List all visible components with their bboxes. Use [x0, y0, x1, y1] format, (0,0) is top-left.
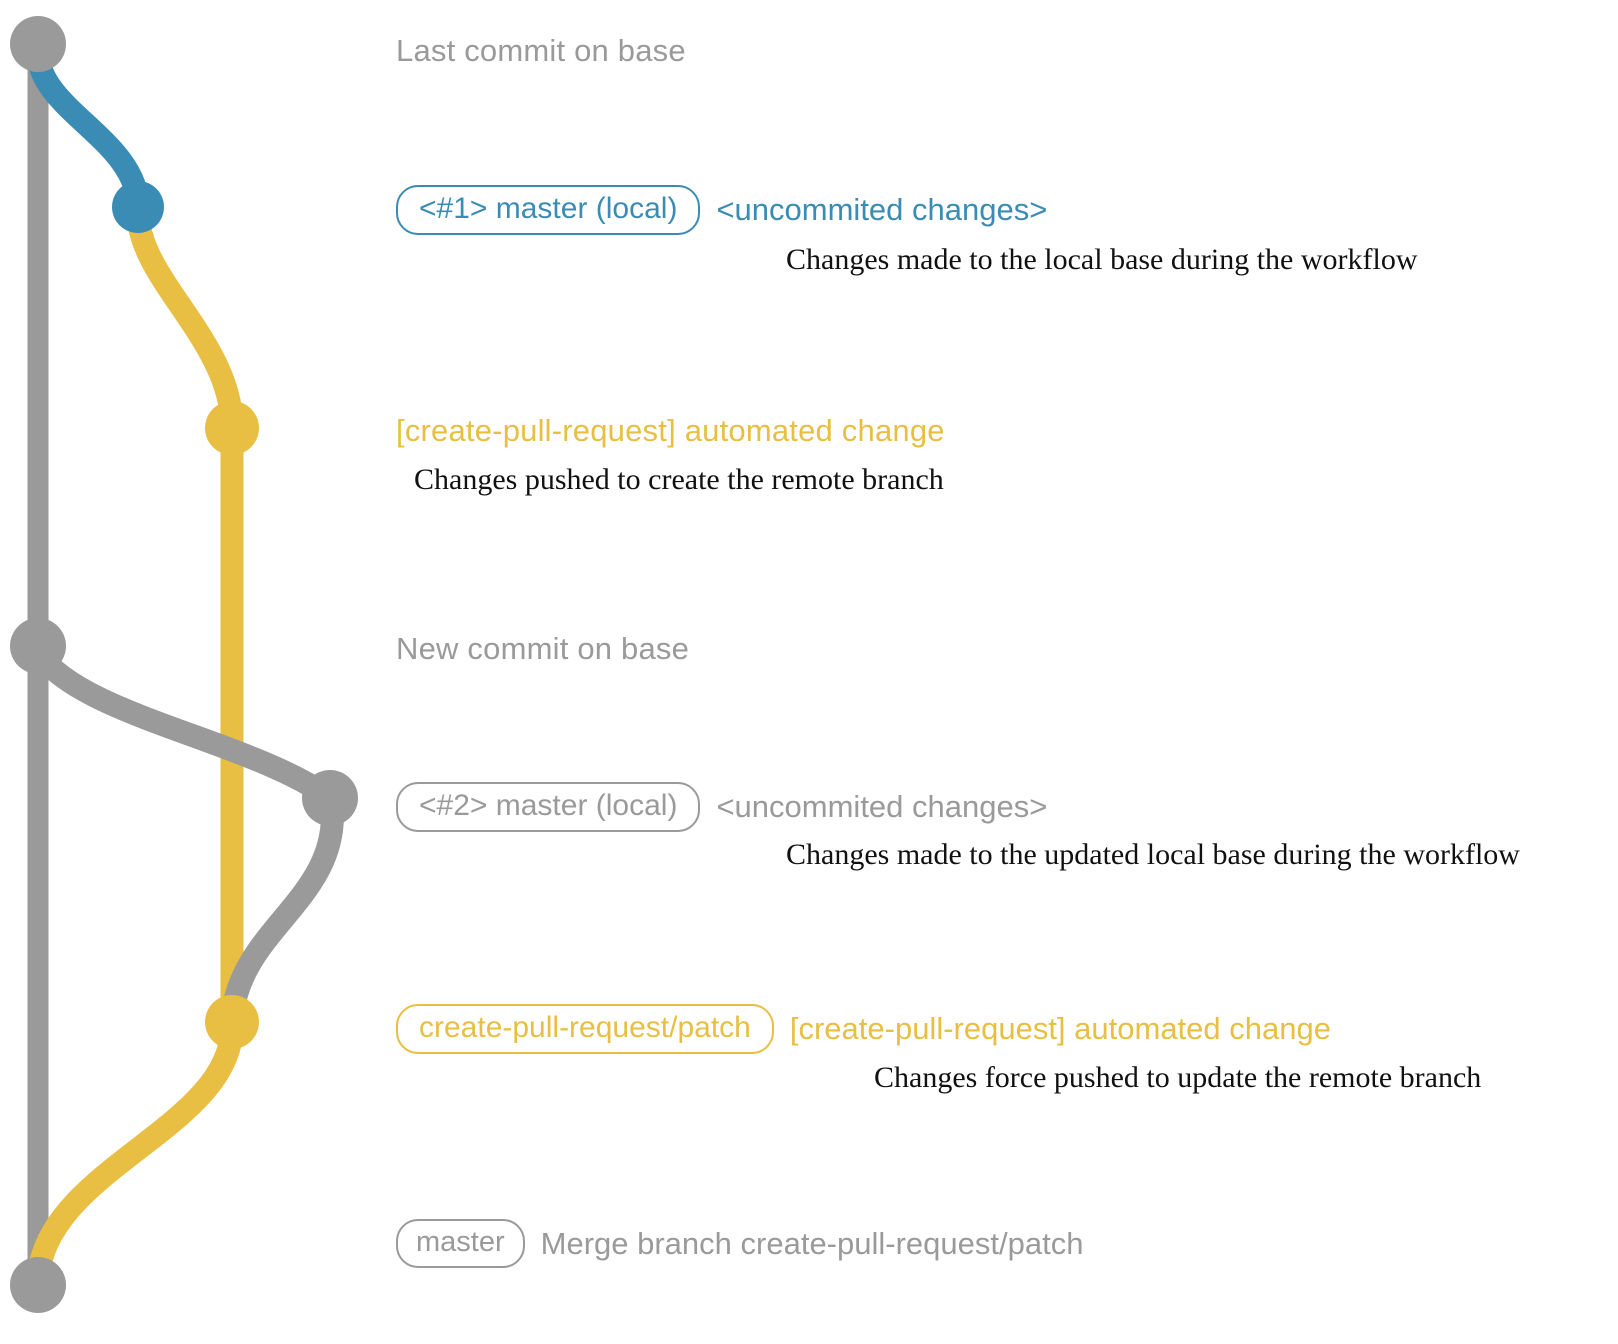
- entry-title-new-commit-on-base: New commit on base: [396, 631, 690, 666]
- commit-message-local-1: <uncommited changes>: [716, 192, 1048, 227]
- commit-node-merge[interactable]: [10, 1257, 66, 1313]
- branch-badge-local-1[interactable]: <#1> master (local): [396, 185, 701, 235]
- entry-merge-commit: master Merge branch create-pull-request/…: [396, 1219, 1083, 1268]
- entry-description-local-commit-2: Changes made to the updated local base d…: [786, 838, 1520, 871]
- edge-local2-to-patch2: [220, 794, 344, 1034]
- commit-node-base-last[interactable]: [10, 16, 66, 72]
- entry-title-automated-change-1: [create-pull-request] automated change: [396, 413, 945, 448]
- entry-automated-change-2: create-pull-request/patch [create-pull-r…: [396, 1004, 1331, 1054]
- entry-local-commit-1: <#1> master (local) <uncommited changes>: [396, 185, 1047, 235]
- entry-title-last-commit-on-base: Last commit on base: [396, 33, 686, 68]
- commit-node-patch-2[interactable]: [205, 995, 259, 1049]
- commit-message-automated-change-2: [create-pull-request] automated change: [789, 1011, 1331, 1046]
- entry-local-commit-2: <#2> master (local) <uncommited changes>: [396, 782, 1047, 832]
- edge-base-to-local1: [26, 40, 150, 219]
- commit-node-local-2[interactable]: [302, 770, 358, 826]
- branch-badge-master[interactable]: master: [396, 1219, 525, 1268]
- edge-basenew-to-local2: [26, 640, 342, 810]
- entry-description-local-commit-1: Changes made to the local base during th…: [786, 243, 1418, 276]
- commit-message-merge: Merge branch create-pull-request/patch: [540, 1225, 1084, 1261]
- entry-automated-change-1: [create-pull-request] automated change: [396, 413, 945, 449]
- entry-description-automated-change-2: Changes force pushed to update the remot…: [874, 1061, 1482, 1094]
- edge-patch2-to-merge: [26, 1014, 244, 1297]
- branch-badge-local-2[interactable]: <#2> master (local): [396, 782, 701, 832]
- commit-node-patch-1[interactable]: [205, 401, 259, 455]
- commit-node-local-1[interactable]: [112, 181, 164, 233]
- branch-badge-create-pull-request-patch[interactable]: create-pull-request/patch: [396, 1004, 774, 1054]
- commit-message-local-2: <uncommited changes>: [716, 789, 1048, 824]
- commit-node-base-new[interactable]: [10, 618, 66, 674]
- entry-description-automated-change-1: Changes pushed to create the remote bran…: [414, 463, 944, 496]
- entry-last-commit-on-base: Last commit on base: [396, 33, 686, 69]
- commit-graph: [10, 16, 358, 1313]
- entry-new-commit-on-base: New commit on base: [396, 631, 689, 667]
- edge-local1-to-patch1: [126, 200, 244, 440]
